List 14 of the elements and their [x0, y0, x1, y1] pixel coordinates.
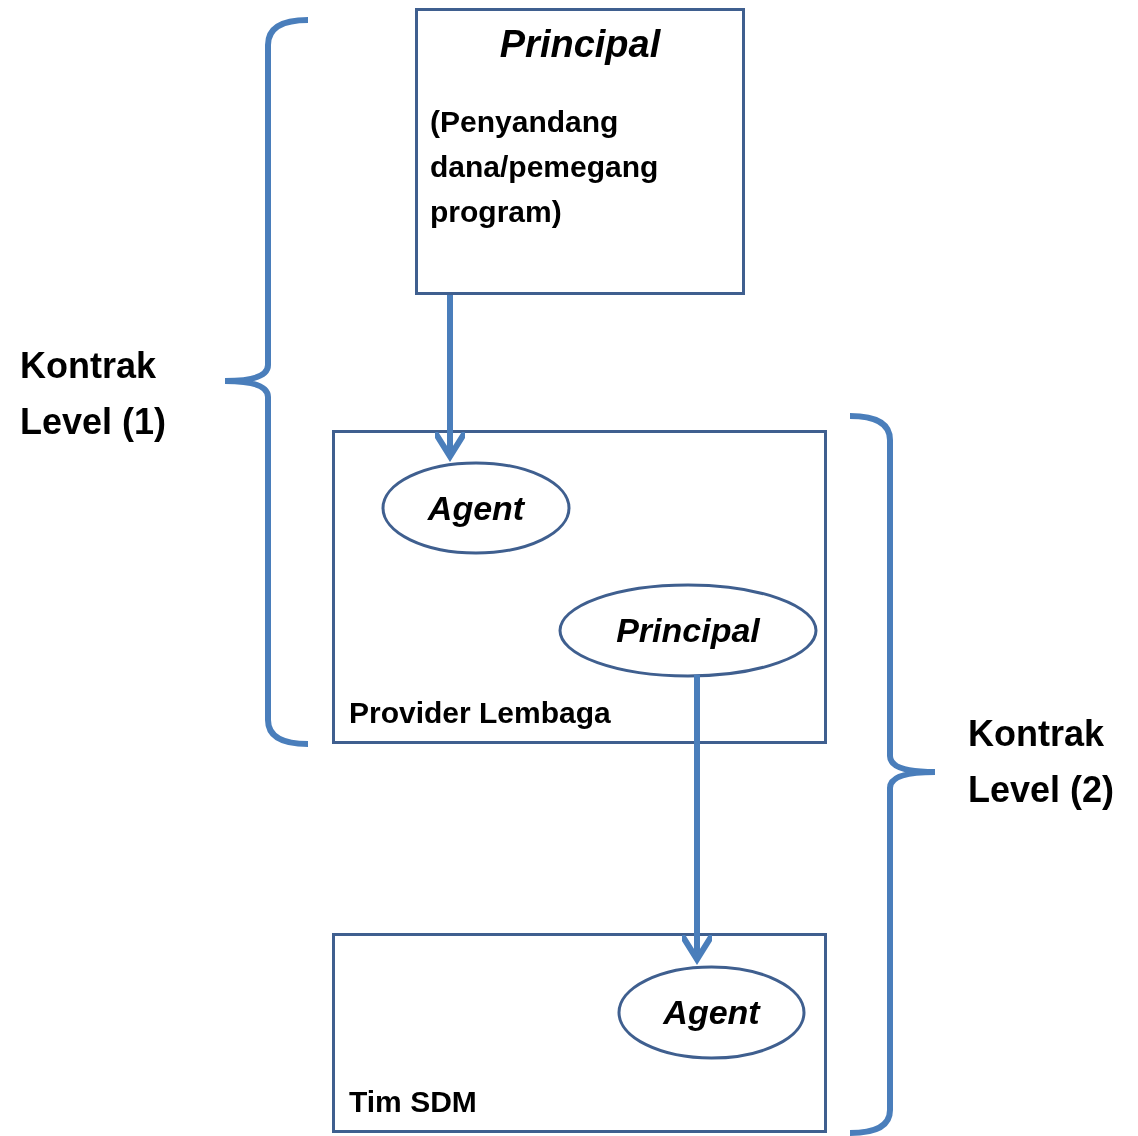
- box-label: Provider Lembaga: [349, 695, 611, 731]
- ellipse-label: Agent: [663, 992, 760, 1033]
- ellipse-label: Principal: [616, 610, 760, 651]
- box: [332, 933, 827, 1133]
- bracket-label: Kontrak Level (2): [968, 712, 1116, 812]
- ellipse-label: Agent: [427, 487, 525, 529]
- arrow: [432, 295, 468, 460]
- box: [332, 430, 827, 744]
- bracket-label: Kontrak Level (1): [20, 344, 168, 444]
- box-title: Principal: [498, 22, 662, 67]
- box: [415, 8, 745, 295]
- box-label: Tim SDM: [349, 1084, 477, 1120]
- box-text: (Penyandang dana/pemegang program): [430, 103, 660, 230]
- arrow: [679, 674, 715, 963]
